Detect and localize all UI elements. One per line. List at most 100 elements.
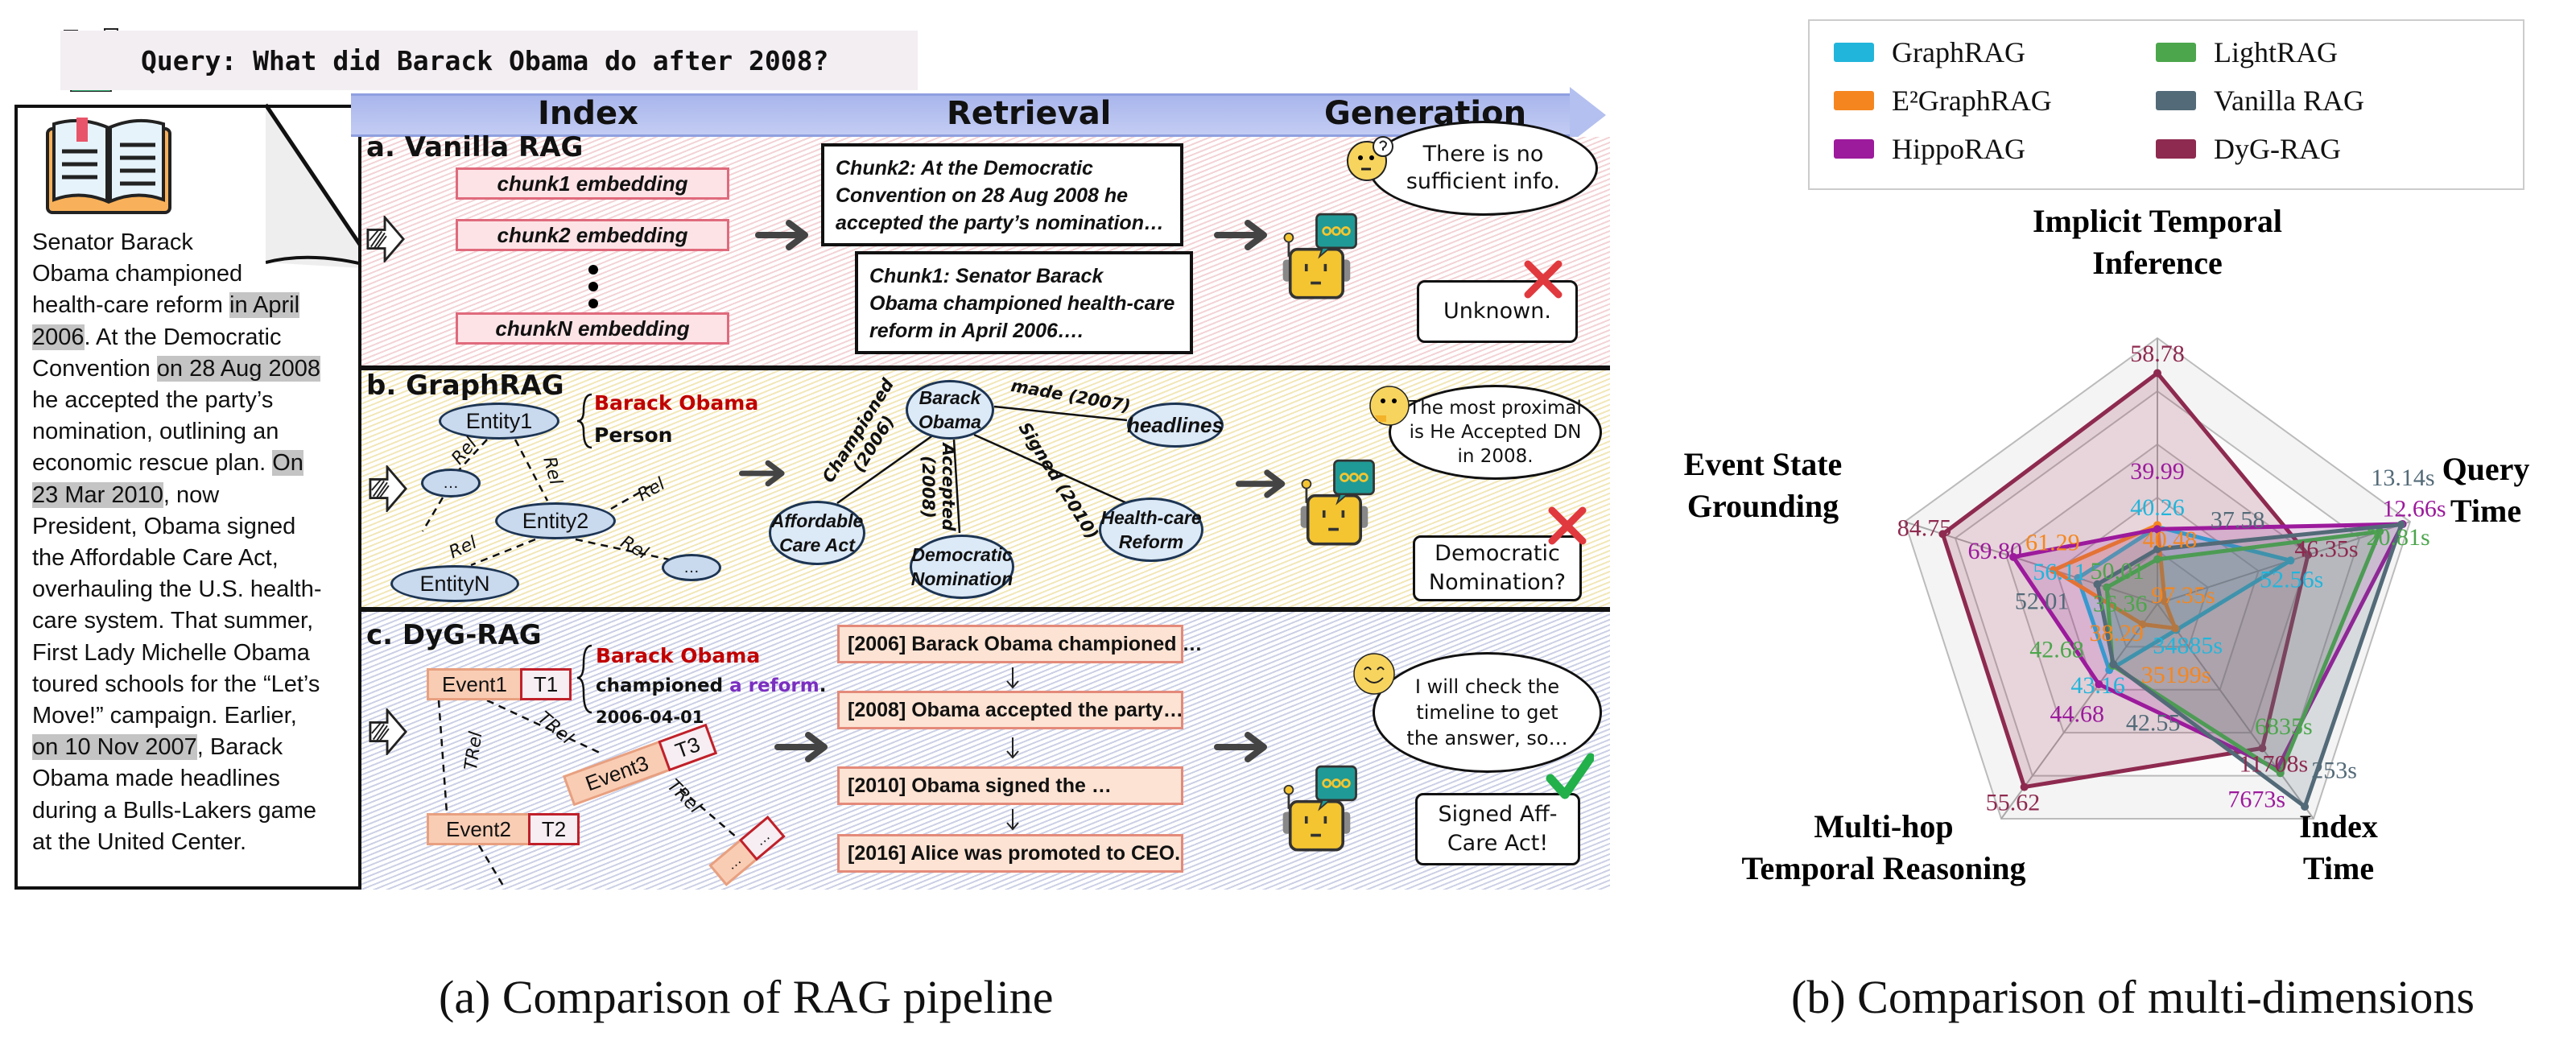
thought-cloud: The most proximal is He Accepted DN in 2… <box>1389 385 1602 480</box>
stage-index: Index <box>538 95 638 132</box>
radar-value-label: 46.35s <box>2294 535 2358 562</box>
radar-value-label: 97.35s <box>2151 582 2215 609</box>
radar-series-LightRAG <box>2104 529 2382 775</box>
thought-cloud: I will check the timeline to get the ans… <box>1373 652 1602 773</box>
text-segment: Convention <box>32 355 157 382</box>
text-segment: the Affordable Care Act, <box>32 545 279 572</box>
entity-node: … <box>662 554 721 581</box>
chunk-embedding: chunk1 embedding <box>456 167 729 200</box>
text-segment: First Lady Michelle Obama <box>32 639 310 666</box>
panel-title: c. DyG-RAG <box>366 619 542 651</box>
radar-point <box>2109 660 2118 669</box>
radar-value-label: 12.66s <box>2382 495 2446 522</box>
event-label: Event2 <box>446 816 511 841</box>
document-line: on 10 Nov 2007, Barack <box>32 732 322 763</box>
radar-axis-label: Query <box>2442 451 2530 487</box>
text-segment: President, Obama signed <box>32 513 296 539</box>
document-line: the Affordable Care Act, <box>32 543 322 574</box>
legend-item: E²GraphRAG <box>1834 84 2052 118</box>
text-segment: toured schools for the “Let’s <box>32 671 320 697</box>
thought-cloud: There is no sufficient info. <box>1368 121 1598 216</box>
text-segment: Move!” campaign. Earlier, <box>32 703 297 729</box>
radar-axis-label: Inference <box>2092 245 2222 281</box>
entity-graph-edges <box>421 393 681 567</box>
radar-value-label: 69.80 <box>1968 538 2023 564</box>
radar-value-label: 34885s <box>2153 632 2223 659</box>
pipeline-stage-band <box>351 93 1575 137</box>
text-segment: . At the Democratic <box>84 324 282 350</box>
book-icon <box>44 113 173 217</box>
legend-label: Vanilla RAG <box>2214 85 2364 117</box>
caption-a: (a) Comparison of RAG pipeline <box>439 971 1054 1023</box>
legend-label: DyG-RAG <box>2214 133 2341 165</box>
text-segment: care system. That summer, <box>32 608 314 634</box>
text-segment: , now <box>163 481 220 508</box>
radar-point <box>2161 597 2169 605</box>
radar-point <box>2301 803 2310 811</box>
radar-value-label: 40.48 <box>2143 526 2198 553</box>
text-segment: Obama championed <box>32 261 243 287</box>
radar-value-label: 11708s <box>2240 750 2309 777</box>
radar-spoke <box>2000 603 2158 820</box>
radar-series-E²GraphRAG <box>2051 522 2178 630</box>
document-line: toured schools for the “Let’s <box>32 669 322 700</box>
panel-title: a. Vanilla RAG <box>366 131 584 163</box>
legend-swatch <box>2156 91 2196 110</box>
event-punct: . <box>819 675 827 696</box>
radar-value-label: 52.01 <box>2015 588 2070 614</box>
caption-b: (b) Comparison of multi-dimensions <box>1791 971 2475 1023</box>
highlighted-date: 23 Mar 2010 <box>32 481 163 508</box>
legend-label: HippoRAG <box>1892 133 2026 165</box>
kg-node-democratic-nomination: Democratic Nomination <box>910 535 1014 599</box>
radar-value-label: 38.29 <box>2090 620 2145 646</box>
radar-point <box>2138 620 2147 629</box>
query-box: Query: What did Barack Obama do after 20… <box>60 31 918 90</box>
entity-node: EntityN <box>390 565 519 602</box>
radar-axis-label: Implicit Temporal <box>2033 203 2282 239</box>
event-graph-edges <box>437 644 737 886</box>
radar-point <box>2049 566 2058 575</box>
event-subject: Barack Obama <box>596 644 761 667</box>
entity-node: … <box>421 469 481 498</box>
radar-axis-label: Event State <box>1684 446 1843 482</box>
legend-label: E²GraphRAG <box>1892 85 2052 117</box>
radar-point <box>2009 552 2018 561</box>
text-segment: overhauling the U.S. health- <box>32 576 322 603</box>
radar-value-label: 6835s <box>2255 713 2313 740</box>
radar-series-Vanilla RAG <box>2095 522 2404 809</box>
legend-swatch <box>2156 43 2196 62</box>
radar-axis-label: Time <box>2303 850 2374 886</box>
kg-node-barack-obama: Barack Obama <box>906 380 994 440</box>
text-segment: economic rescue plan. <box>32 450 273 477</box>
radar-point <box>2153 555 2161 564</box>
retrieved-chunk: Chunk1: Senator Barack Obama championed … <box>855 251 1193 354</box>
radar-axis-label: Grounding <box>1687 488 1839 524</box>
text-segment: Obama made headlines <box>32 766 280 792</box>
radar-point <box>2171 624 2180 633</box>
document-line: Move!” campaign. Earlier, <box>32 700 322 732</box>
legend-item: DyG-RAG <box>2156 132 2341 166</box>
radar-value-label: 43.16 <box>2070 672 2125 699</box>
radar-point <box>2093 580 2102 588</box>
answer-bubble: Unknown. <box>1417 280 1578 343</box>
timeline-event: [2010] Obama signed the … <box>837 766 1183 805</box>
timeline-event: [2008] Obama accepted the party… <box>837 691 1183 729</box>
highlighted-date: on 10 Nov 2007 <box>32 734 197 761</box>
legend-swatch <box>1834 43 1874 62</box>
radar-value-label: 55.62 <box>1986 789 2041 816</box>
text-segment: nomination, outlining an <box>32 419 279 445</box>
radar-axis-label: Index <box>2299 808 2378 844</box>
document-line: Obama championed <box>32 258 322 290</box>
event-description: championed a reform. <box>596 675 826 697</box>
document-line: economic rescue plan. On <box>32 448 322 479</box>
entity-name: Barack Obama <box>594 391 759 415</box>
radar-point <box>2396 520 2405 529</box>
confused-face-icon <box>1346 135 1394 187</box>
radar-value-label: 7673s <box>2227 787 2285 813</box>
radar-value-label: 56.11 <box>2033 559 2086 585</box>
chunk-embedding: chunk2 embedding <box>456 219 729 251</box>
legend-item: LightRAG <box>2156 35 2338 69</box>
